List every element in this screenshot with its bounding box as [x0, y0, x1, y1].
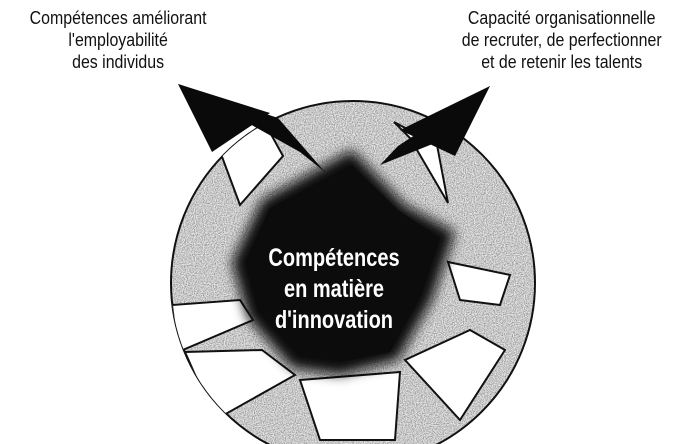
innovation-core [232, 150, 455, 375]
sector-bottom-right [403, 328, 507, 422]
pointers [178, 84, 490, 172]
center-label-line-3: d'innovation [274, 306, 394, 334]
label-employability-line-2: l'employabilité [68, 29, 168, 50]
center-label: Compétences en matière d'innovation [244, 243, 423, 336]
sector-right [446, 260, 512, 307]
label-talent-capacity-line-2: de recruter, de perfectionner [461, 29, 662, 50]
label-talent-capacity-line-1: Capacité organisationnelle [467, 7, 656, 28]
label-talent-capacity-line-3: et de retenir les talents [481, 51, 643, 72]
sector-bottom [298, 370, 402, 441]
center-label-line-1: Compétences [268, 244, 400, 272]
pointer-right-body [400, 86, 490, 156]
label-employability-line-1: Compétences améliorant [29, 7, 207, 28]
pointer-left-body [178, 84, 270, 152]
center-label-line-2: en matière [283, 275, 385, 303]
label-talent-capacity: Capacité organisationnelle de recruter, … [428, 7, 691, 73]
label-employability: Compétences améliorant l'employabilité d… [2, 7, 234, 73]
label-employability-line-3: des individus [72, 51, 165, 72]
